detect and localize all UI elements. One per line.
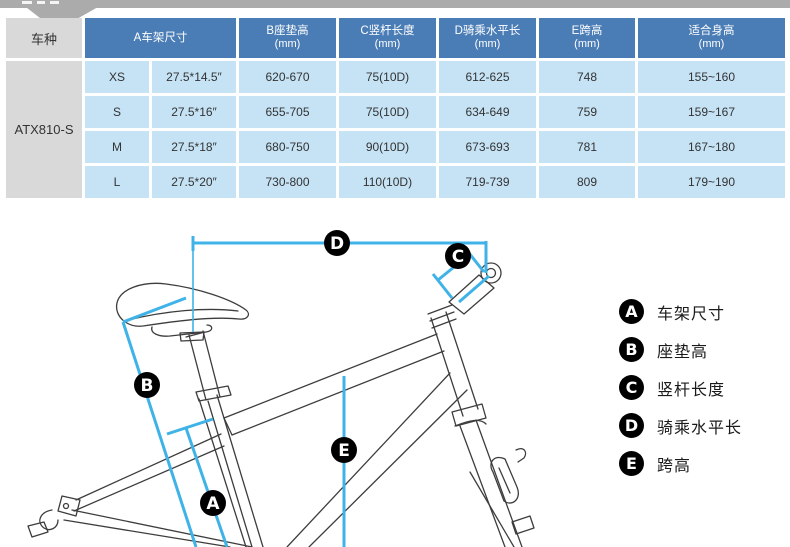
cell-size: L [85,166,149,198]
model-name-cell: ATX810-S [6,61,82,198]
badge-E-circle [331,437,357,463]
legend-label-B: 座垫高 [657,343,709,361]
cell-saddle: 655-705 [239,96,336,128]
badge-A-label: A [206,494,220,514]
cell-standover: 748 [539,61,635,93]
legend-label-E: 跨高 [657,457,692,475]
column-header-rider-height: 适合身高 (mm) [638,18,785,58]
cell-saddle: 680-750 [239,131,336,163]
cell-saddle: 730-800 [239,166,336,198]
badge-D-circle [324,230,350,256]
header-unit: (mm) [574,38,600,51]
header-label: B座垫高 [266,24,309,37]
size-spec-table: 车种 A车架尺寸 B座垫高 (mm) C竖杆长度 (mm) D骑乘水平长 (mm… [6,18,785,198]
legend-label-D: 骑乘水平长 [657,419,743,437]
header-label: 适合身高 [688,24,735,37]
cell-rider: 179~190 [638,166,785,198]
column-header-model: 车种 [6,18,82,58]
column-header-standover: E跨高 (mm) [539,18,635,58]
badge-B-label: B [141,376,154,396]
cell-seatpost: 75(10D) [339,61,436,93]
header-label: D骑乘水平长 [454,24,521,37]
cell-saddle: 620-670 [239,61,336,93]
cell-seatpost: 75(10D) [339,96,436,128]
cell-size: XS [85,61,149,93]
cell-size: S [85,96,149,128]
cell-rider: 159~167 [638,96,785,128]
badge-B-circle [134,372,160,398]
cell-rider: 167~180 [638,131,785,163]
column-header-seatpost-length: C竖杆长度 (mm) [339,18,436,58]
ribbon-text-fragment [22,1,32,4]
column-header-saddle-height: B座垫高 (mm) [239,18,336,58]
column-header-riding-length: D骑乘水平长 (mm) [439,18,536,58]
header-label: C竖杆长度 [360,24,415,37]
cell-reach: 612-625 [439,61,536,93]
cell-frame: 27.5*14.5″ [152,61,236,93]
cell-frame: 27.5*16″ [152,96,236,128]
badge-E-label: E [338,441,350,461]
cell-reach: 634-649 [439,96,536,128]
bike-line-art: D C B A E [27,230,535,547]
bike-dimension-diagram: D C B A E [0,210,790,547]
badge-D-label: D [330,234,344,254]
ribbon-text-fragment [37,1,45,4]
cell-standover: 781 [539,131,635,163]
legend-label-C: 竖杆长度 [657,381,726,399]
dimension-legend: A 车架尺寸 B 座垫高 C 竖杆长度 D 骑乘水平长 E 跨高 [619,299,742,489]
legend-item-A: A 车架尺寸 [619,299,742,324]
header-unit: (mm) [274,38,301,51]
cell-frame: 27.5*18″ [152,131,236,163]
header-label: A车架尺寸 [133,31,188,44]
cell-standover: 759 [539,96,635,128]
legend-item-C: C 竖杆长度 [619,375,742,400]
legend-badge-C: C [619,375,644,400]
cell-standover: 809 [539,166,635,198]
dimension-badges: D C B A E [134,230,471,516]
header-unit: (mm) [698,38,725,51]
column-header-frame-size: A车架尺寸 [85,18,236,58]
cell-seatpost: 110(10D) [339,166,436,198]
header-label: E跨高 [571,24,603,37]
legend-badge-B: B [619,337,644,362]
cell-rider: 155~160 [638,61,785,93]
badge-A-circle [200,490,226,516]
badge-C-circle [445,243,471,269]
top-ribbon [0,0,790,8]
legend-item-B: B 座垫高 [619,337,742,362]
legend-badge-A: A [619,299,644,324]
legend-item-D: D 骑乘水平长 [619,413,742,438]
header-unit: (mm) [474,38,501,51]
header-unit: (mm) [374,38,401,51]
top-ribbon-tab [25,7,98,18]
legend-badge-E: E [619,451,644,476]
cell-size: M [85,131,149,163]
legend-badge-D: D [619,413,644,438]
ribbon-text-fragment [50,1,59,4]
cell-reach: 673-693 [439,131,536,163]
cell-frame: 27.5*20″ [152,166,236,198]
badge-C-label: C [452,247,464,267]
legend-item-E: E 跨高 [619,451,742,476]
cell-seatpost: 90(10D) [339,131,436,163]
legend-label-A: 车架尺寸 [657,305,726,323]
cell-reach: 719-739 [439,166,536,198]
